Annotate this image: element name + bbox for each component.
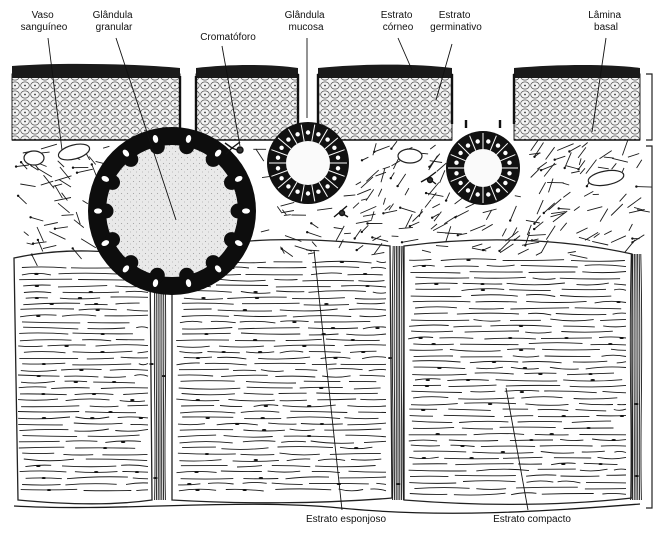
label-esponjoso: Estrato esponjoso [306,514,386,525]
label-mucosa-l1: Glândula [285,10,325,21]
svg-text:Estrato esponjoso: Estrato esponjoso [306,514,386,525]
label-germinativo-l1: Estrato [439,10,471,21]
label-compacto: Estrato compacto [493,514,571,525]
label-germinativo-l2: germinativo [430,22,482,33]
svg-text:Vaso sanguíneo: Vaso sanguíneo [21,10,68,33]
svg-text:Estrato germinativo: Estrato germinativo [430,10,482,33]
layer-bracket [646,74,652,508]
glandula-mucosa-2 [446,74,520,205]
estrato-corneo [12,64,640,78]
svg-text:Glândula granular: Glândula granular [93,10,136,33]
svg-text:Estrato córneo: Estrato córneo [381,10,415,33]
label-granular-l1: Glândula [93,10,133,21]
label-lamina-l1: Lâmina [588,10,621,21]
label-corneo-l2: córneo [383,22,414,33]
svg-text:Lâmina basal: Lâmina basal [588,10,624,33]
svg-text:Cromatóforo: Cromatóforo [200,32,256,43]
label-granular-l2: granular [96,22,133,33]
label-vaso-l1: Vaso [32,10,54,21]
label-corneo-l1: Estrato [381,10,413,21]
label-lamina-l2: basal [594,22,618,33]
label-mucosa-l2: mucosa [288,22,323,33]
label-cromatoforo: Cromatóforo [200,32,256,43]
svg-text:Estrato compacto: Estrato compacto [493,514,571,525]
label-vaso-l2: sanguíneo [21,22,68,33]
svg-text:Glândula mucosa: Glândula mucosa [285,10,328,33]
